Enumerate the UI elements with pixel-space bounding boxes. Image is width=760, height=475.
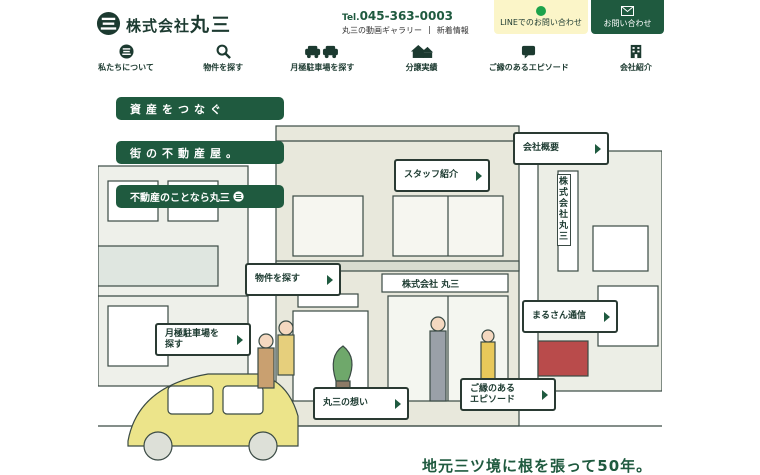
arrow-right-icon — [542, 389, 548, 400]
philosophy-button[interactable]: 丸三の想い — [313, 387, 409, 420]
arrow-right-icon — [395, 398, 401, 409]
main-nav: 私たちについて 物件を探す 月極駐車場を探す 分譲実績 ご縁のあるエピソード 会… — [96, 44, 666, 74]
property-search-button[interactable]: 物件を探す — [245, 263, 341, 296]
arrow-right-icon — [604, 311, 610, 322]
building-icon — [630, 44, 642, 59]
arrow-right-icon — [595, 143, 601, 154]
hero-tagline: 地元三ツ境に根を張って50年。 — [420, 455, 655, 475]
site-logo[interactable]: 株式会社丸三 — [96, 10, 232, 36]
separator: | — [428, 25, 431, 34]
search-icon — [216, 44, 231, 59]
chat-icon — [522, 45, 536, 59]
video-gallery-link[interactable]: 丸三の動画ギャラリー — [342, 26, 422, 35]
parking-search-button[interactable]: 月極駐車場を探す — [155, 323, 251, 356]
nav-company[interactable]: 会社紹介 — [606, 44, 666, 74]
header-sublinks: 丸三の動画ギャラリー | 新着情報 — [342, 25, 469, 36]
arrow-right-icon — [237, 334, 243, 345]
arrow-right-icon — [327, 274, 333, 285]
nav-search-property[interactable]: 物件を探す — [193, 44, 253, 74]
logo-icon — [96, 11, 121, 35]
staff-button[interactable]: スタッフ紹介 — [394, 159, 490, 192]
arrow-right-icon — [476, 170, 482, 181]
nav-episode[interactable]: ご縁のあるエピソード — [489, 44, 569, 74]
nav-parking[interactable]: 月極駐車場を探す — [290, 44, 354, 74]
line-icon — [536, 6, 546, 16]
nav-about[interactable]: 私たちについて — [96, 44, 156, 74]
hero-ribbon-1: 資産をつなぐ — [116, 97, 284, 120]
company-overview-button[interactable]: 会社概要 — [513, 132, 609, 165]
car-icon — [305, 45, 339, 59]
logo-text: 株式会社丸三 — [126, 13, 233, 36]
contact-button[interactable]: お問い合わせ — [591, 0, 664, 34]
line-contact-button[interactable]: LINEでのお問い合わせ — [494, 0, 588, 34]
house-icon — [410, 45, 433, 58]
phone-number[interactable]: Tel.045-363-0003 — [342, 9, 454, 23]
shop-sign: 株式会社 丸三 — [402, 280, 460, 290]
logo-icon — [118, 44, 134, 59]
episode-button[interactable]: ご縁のあるエピソード — [460, 378, 556, 411]
news-link[interactable]: 新着情報 — [436, 26, 469, 35]
mail-icon — [621, 5, 634, 16]
nav-sales-record[interactable]: 分譲実績 — [392, 44, 452, 74]
hero-ribbon-2: 街の不動産屋。 — [116, 141, 284, 164]
hero-ribbon-3: 不動産のことなら丸三 — [116, 185, 284, 208]
vertical-shop-sign: 株式会社丸三 — [557, 174, 571, 246]
news-button[interactable]: まるさん通信 — [522, 300, 618, 333]
logo-icon — [233, 191, 244, 202]
